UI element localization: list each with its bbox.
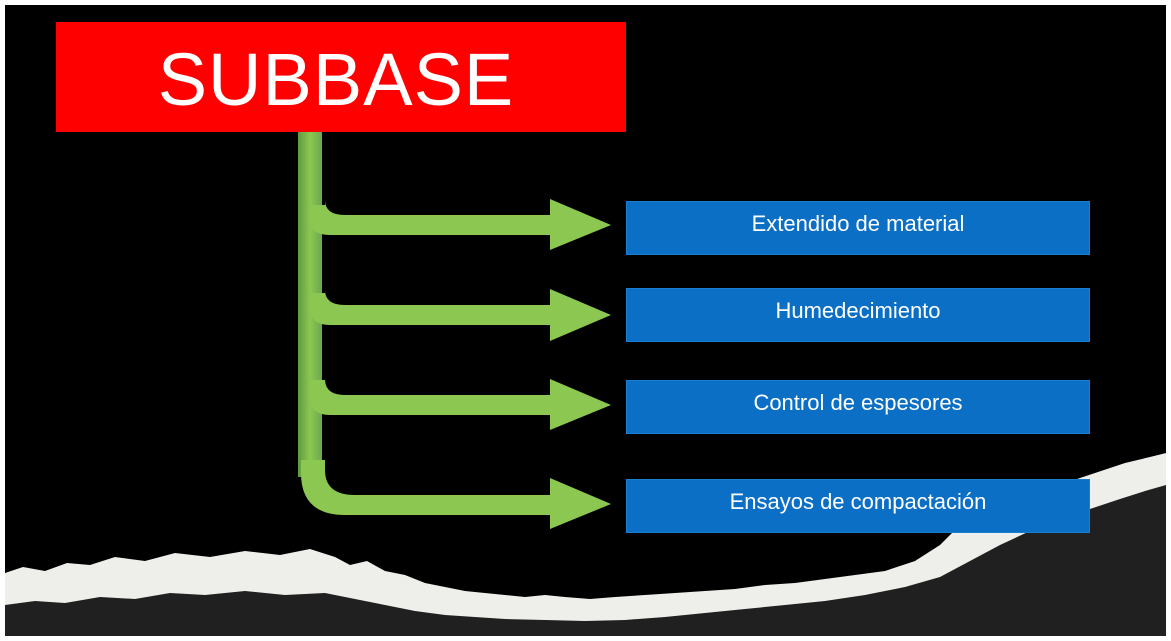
connector-arrows [298, 132, 611, 529]
torn-paper-decoration [5, 453, 1166, 636]
title-box: SUBBASE [56, 22, 626, 132]
step-label-1: Extendido de material [751, 211, 965, 236]
arrow-2 [310, 289, 611, 341]
slide: SUBBASE Extendido de material Humedecimi… [5, 5, 1166, 636]
step-label-3: Control de espesores [753, 390, 963, 415]
step-box-3: Control de espesores [626, 380, 1090, 434]
arrow-3 [310, 379, 611, 430]
diagram-title: SUBBASE [157, 37, 515, 121]
step-box-4: Ensayos de compactación [626, 479, 1090, 533]
step-label-4: Ensayos de compactación [729, 489, 987, 514]
arrow-4 [301, 460, 611, 529]
step-label-2: Humedecimiento [775, 298, 941, 323]
arrow-1 [310, 199, 611, 250]
step-box-1: Extendido de material [626, 201, 1090, 255]
step-box-2: Humedecimiento [626, 288, 1090, 342]
